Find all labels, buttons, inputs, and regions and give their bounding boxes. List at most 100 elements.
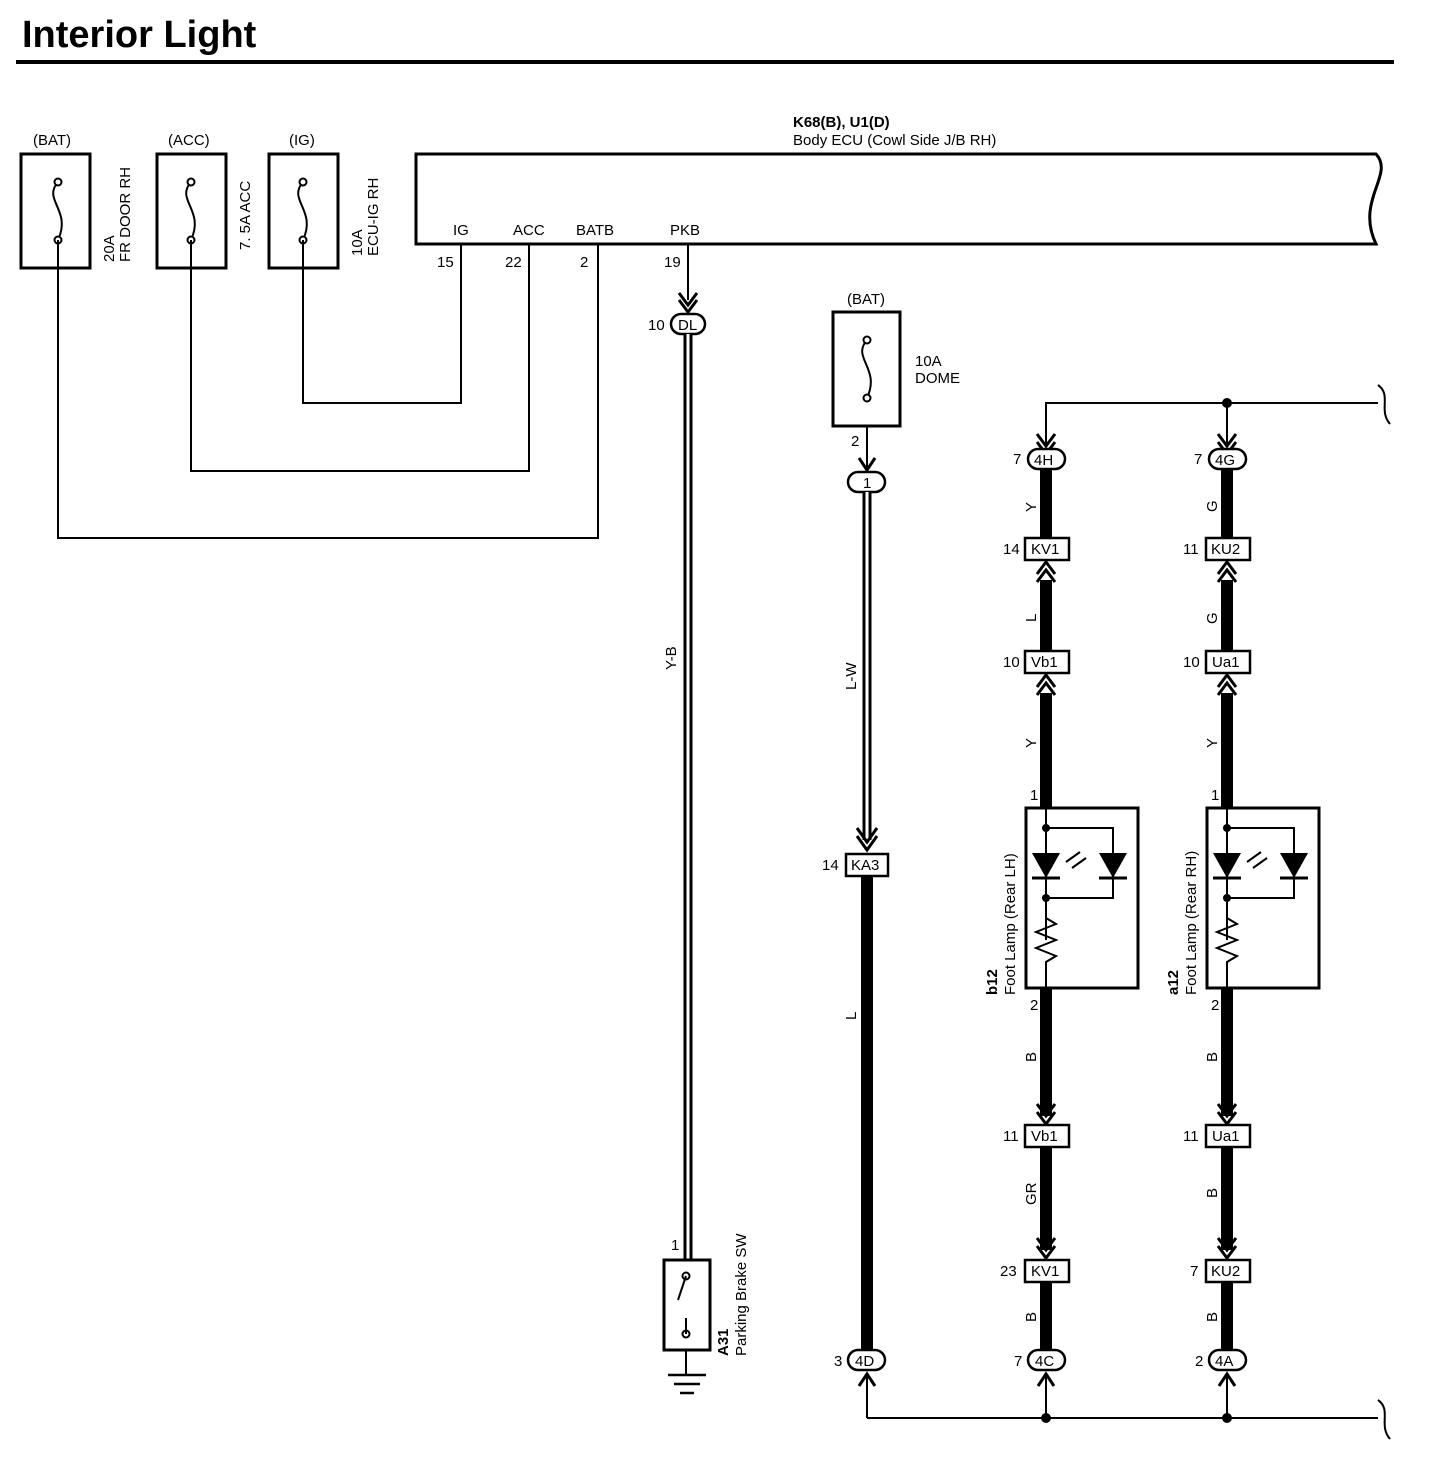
wire-color-label: B [1023, 1052, 1040, 1062]
wire-color-label: GR [1023, 1182, 1040, 1205]
chevron-down-icon [855, 827, 879, 853]
resistor-icon [1214, 917, 1240, 988]
connector-pin: 14 [1003, 541, 1020, 558]
fuse-name-label: ECU-IG RH [365, 178, 382, 256]
chevron-down-icon [1035, 1237, 1057, 1261]
connector-oval [1207, 1348, 1248, 1372]
connector-code: 4H [1034, 452, 1053, 469]
ecu-code-label: K68(B), U1(D) [793, 114, 890, 131]
fuse-rating-label: 7. 5A ACC [237, 181, 254, 250]
fuse-source-label: (BAT) [847, 291, 885, 308]
lamp-pin-top: 1 [1030, 787, 1038, 804]
connector-pin: 7 [1013, 451, 1021, 468]
connector-pin: 10 [1003, 654, 1020, 671]
fuse-ecu-ig-rh: (IG) 10A ECU-IG RH [267, 132, 382, 270]
connector-code: Ua1 [1212, 1128, 1240, 1145]
switch-name: Parking Brake SW [733, 1233, 750, 1356]
wire-color-label: L [843, 1012, 860, 1020]
chevron-up-icon [1035, 559, 1057, 583]
connector-code: DL [678, 317, 697, 334]
lamp-pin-bottom: 2 [1030, 997, 1038, 1014]
ecu-pin-pkb: 19 [664, 254, 681, 271]
wire-color-label: Y [1023, 738, 1040, 748]
connector-pin: 10 [1183, 654, 1200, 671]
fuse-acc: (ACC) 7. 5A ACC [155, 132, 254, 270]
lamp-pin-top: 1 [1211, 787, 1219, 804]
ecu-name-label: Body ECU (Cowl Side J/B RH) [793, 132, 996, 149]
fuse-source-label: (BAT) [33, 132, 71, 149]
dome-circuit: (BAT) 10A DOME 2 1 L-W 14 KA3 L 3 4D [822, 291, 960, 1418]
fuse-source-label: (IG) [289, 132, 315, 149]
fuse-element-icon [861, 339, 872, 399]
ecu-pin-batb: 2 [580, 254, 588, 271]
connector-pin: 11 [1183, 1128, 1199, 1145]
ecu-terminal-acc: ACC [513, 222, 545, 239]
connector-code: 4C [1035, 1353, 1054, 1370]
wire-color-label: B [1023, 1312, 1040, 1322]
title-rule [16, 60, 1394, 64]
switch-code: A31 [715, 1328, 732, 1356]
led-icon [1213, 853, 1241, 878]
ecu-terminal-ig: IG [453, 222, 469, 239]
wire-color-label: Y [1023, 502, 1040, 512]
connector-code: 4G [1215, 452, 1235, 469]
wire-color-label: Y-B [663, 646, 680, 670]
connector-code: KU2 [1211, 541, 1240, 558]
lamp-code: b12 [984, 969, 1001, 995]
connector-code: Vb1 [1031, 1128, 1058, 1145]
connector-box [1023, 536, 1071, 562]
chevron-up-icon [1216, 672, 1238, 696]
foot-lamp-rear-lh-circuit: 7 4H Y 14 KV1 L 10 Vb1 Y 1 b12 Foot Lamp… [984, 403, 1140, 1418]
connector-box [1204, 649, 1252, 675]
fuse-ecu-wires [57, 240, 599, 539]
connector-code: 4D [855, 1353, 874, 1370]
resistor-icon [1033, 917, 1059, 988]
connector-oval [1026, 1348, 1067, 1372]
fuse-element-icon [297, 181, 308, 241]
connector-code: 4A [1215, 1353, 1233, 1370]
zener-diode-icon [1280, 853, 1308, 878]
connector-code: Ua1 [1212, 654, 1240, 671]
connector-pin: 11 [1003, 1128, 1019, 1145]
ecu-pin-ig: 15 [437, 254, 454, 271]
lamp-code: a12 [1165, 970, 1182, 995]
wire-color-label: Y [1204, 738, 1221, 748]
ecu-terminal-batb: BATB [576, 222, 614, 239]
fuse-element-icon [185, 181, 196, 241]
connector-pin: 14 [822, 857, 839, 874]
connector-code: KV1 [1031, 1263, 1059, 1280]
wire-color-label: G [1204, 500, 1221, 512]
fuse-rating-label: 10A [915, 353, 942, 370]
ecu-pin-acc: 22 [505, 254, 522, 271]
connector-code: KA3 [851, 857, 879, 874]
connector-pin: 10 [648, 317, 665, 334]
fuse-source-label: (ACC) [168, 132, 210, 149]
ecu-body-box [414, 152, 1383, 246]
fuse-element-icon [52, 181, 63, 241]
body-ecu: K68(B), U1(D) Body ECU (Cowl Side J/B RH… [414, 114, 1383, 271]
wire-color-label: B [1204, 1052, 1221, 1062]
chevron-up-icon [1035, 672, 1057, 696]
connector-box [1204, 536, 1252, 562]
chevron-down-icon [1216, 1237, 1238, 1261]
connector-code: 1 [863, 475, 871, 492]
foot-lamp-rear-rh-circuit: 7 4G G 11 KU2 G 10 Ua1 Y 1 a12 Foot Lamp… [1165, 403, 1321, 1418]
connector-pin: 2 [1195, 1353, 1203, 1370]
wire-color-label: L [1023, 614, 1040, 622]
zener-diode-icon [1099, 853, 1127, 878]
connector-box [1023, 649, 1071, 675]
connector-oval [846, 1348, 887, 1372]
lamp-pin-bottom: 2 [1211, 997, 1219, 1014]
wire-break-icon [1377, 1399, 1391, 1440]
fuse-rating-label: 20A [101, 235, 118, 262]
pkb-circuit: 10 DL Y-B 1 A31 Parking Brake SW [648, 244, 750, 1395]
connector-pin: 7 [1194, 451, 1202, 468]
connector-pin: 23 [1000, 1263, 1017, 1280]
connector-pin: 11 [1183, 541, 1199, 558]
fuse-pin-label: 2 [851, 433, 859, 450]
page-title: Interior Light [22, 14, 257, 56]
chevron-down-icon [677, 292, 699, 315]
ecu-terminal-pkb: PKB [670, 222, 700, 239]
lamp-name: Foot Lamp (Rear LH) [1002, 853, 1019, 995]
